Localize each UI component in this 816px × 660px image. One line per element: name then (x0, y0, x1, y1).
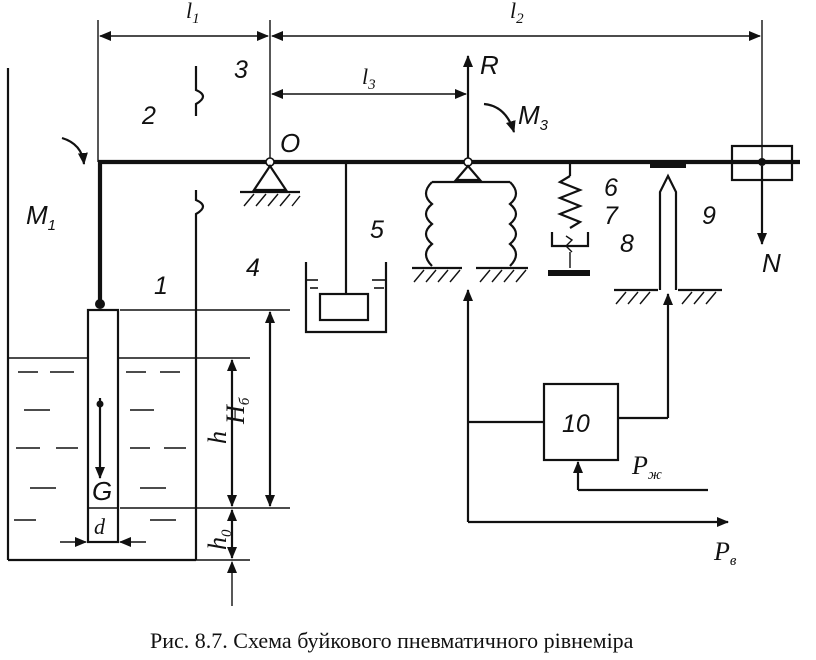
label-part-10: 10 (562, 410, 590, 438)
label-part-6: 6 (604, 174, 618, 202)
label-n: N (762, 248, 781, 278)
svg-text:M3: M3 (518, 100, 549, 134)
label-p-liquid-sub: ж (648, 467, 662, 483)
label-part-7: 7 (604, 202, 619, 230)
label-p-air: P (713, 537, 730, 566)
svg-text:Pв: Pв (713, 537, 737, 569)
label-p-liquid: P (631, 451, 648, 480)
counterweight-9 (730, 144, 794, 245)
label-hb: Hб (221, 397, 253, 425)
flapper-nozzle (614, 162, 722, 305)
label-part-9: 9 (702, 202, 716, 230)
label-part-2: 2 (141, 102, 156, 130)
seal-3 (194, 66, 205, 300)
moment-m3-arrow (483, 102, 516, 133)
svg-text:l2: l2 (510, 0, 524, 27)
label-h0: h0 (203, 529, 235, 550)
label-g: G (92, 476, 112, 506)
label-d: d (94, 514, 106, 539)
pivot-support (240, 157, 301, 207)
relay-10 (463, 289, 729, 527)
label-r: R (480, 50, 499, 80)
label-h: h (203, 431, 232, 444)
liquid (8, 357, 196, 521)
label-m3: M (518, 100, 540, 130)
label-part-3: 3 (234, 56, 248, 84)
svg-text:Pж: Pж (631, 451, 662, 483)
spring-6 (548, 164, 590, 276)
label-m3-sub: 3 (540, 117, 549, 134)
label-m1-sub: 1 (48, 217, 56, 234)
label-part-5: 5 (370, 216, 384, 244)
figure-caption: Рис. 8.7. Схема буйкового пневматичного … (150, 628, 634, 653)
svg-text:l3: l3 (362, 64, 376, 93)
label-m1: M (26, 200, 48, 230)
label-part-1: 1 (154, 272, 168, 300)
label-o: O (280, 128, 300, 158)
damper-4 (304, 164, 388, 334)
label-hb-sub: б (237, 397, 253, 405)
label-h0-sub: 0 (219, 529, 235, 537)
tank (6, 68, 198, 562)
label-part-8: 8 (620, 230, 634, 258)
displacer-float (86, 162, 120, 544)
svg-text:M1: M1 (26, 200, 56, 234)
label-l3: l (362, 64, 368, 89)
svg-text:l1: l1 (186, 0, 200, 27)
bellows-5 (412, 157, 528, 283)
label-l2-sub: 2 (516, 11, 524, 27)
level-dimensions (60, 309, 290, 606)
label-l1: l (186, 0, 192, 23)
labels: l1 l2 l3 R N G O M1 M3 1 2 3 4 5 6 7 8 9… (26, 0, 781, 653)
label-p-air-sub: в (730, 553, 737, 569)
label-l1-sub: 1 (192, 11, 200, 27)
label-l3-sub: 3 (367, 77, 376, 93)
label-part-4: 4 (246, 254, 260, 282)
label-l2: l (510, 0, 516, 23)
moment-m1-arrow (61, 136, 88, 165)
